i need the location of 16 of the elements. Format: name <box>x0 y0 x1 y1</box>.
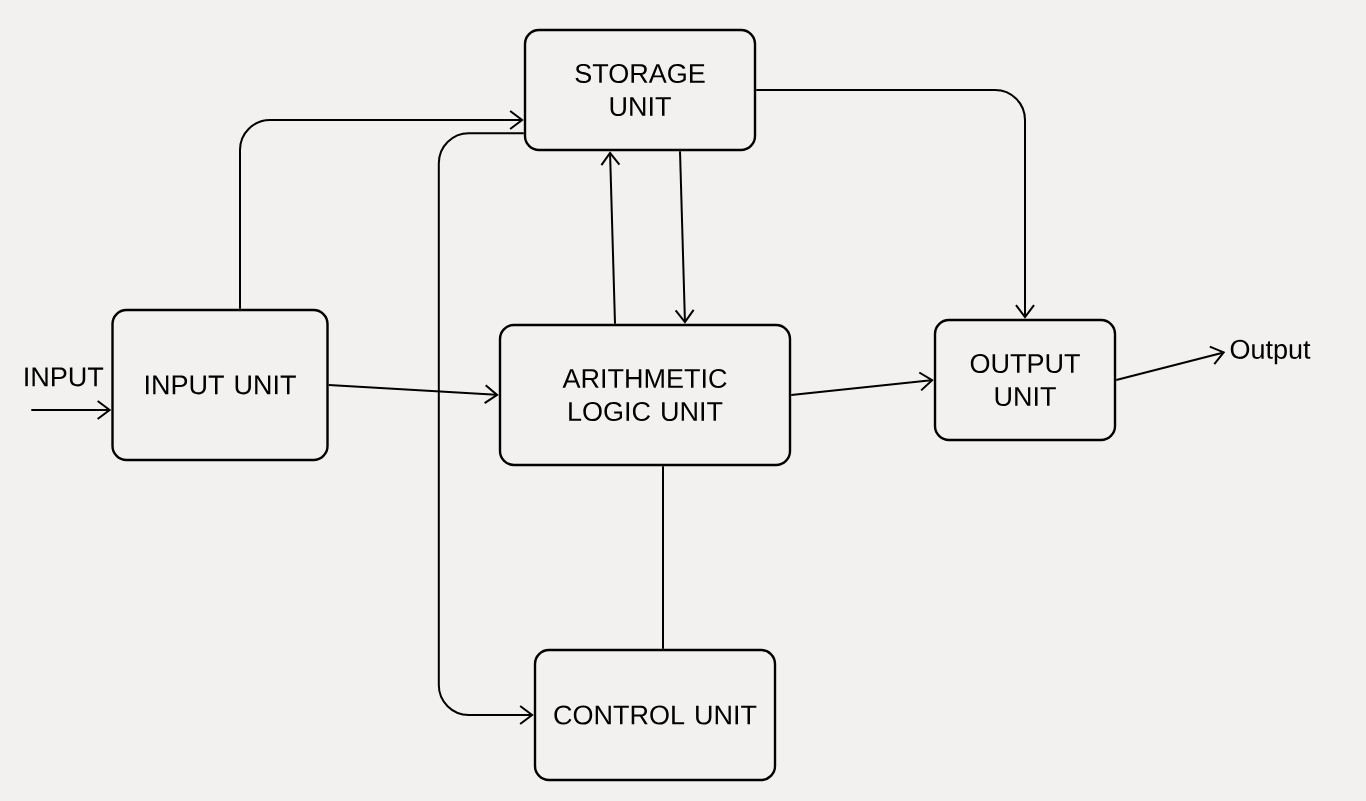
edge-label: INPUT <box>25 367 104 387</box>
arrow <box>755 89 1035 319</box>
unit-box: OUTPUT UNIT <box>933 318 1117 442</box>
arrow <box>30 400 112 420</box>
arrow <box>1115 345 1226 381</box>
arrow <box>239 110 524 310</box>
unit-box: INPUT UNIT <box>111 308 329 462</box>
arrow <box>437 132 534 725</box>
arrow <box>674 150 695 324</box>
output-text: Output <box>1230 339 1311 365</box>
unit-box: ARITHMETIC LOGIC UNIT <box>498 323 792 467</box>
arrow <box>600 151 621 325</box>
unit-box: CONTROL UNIT <box>533 648 777 782</box>
arrow <box>790 371 934 396</box>
arrow <box>327 384 499 405</box>
unit-box: STORAGE UNIT <box>523 28 757 152</box>
